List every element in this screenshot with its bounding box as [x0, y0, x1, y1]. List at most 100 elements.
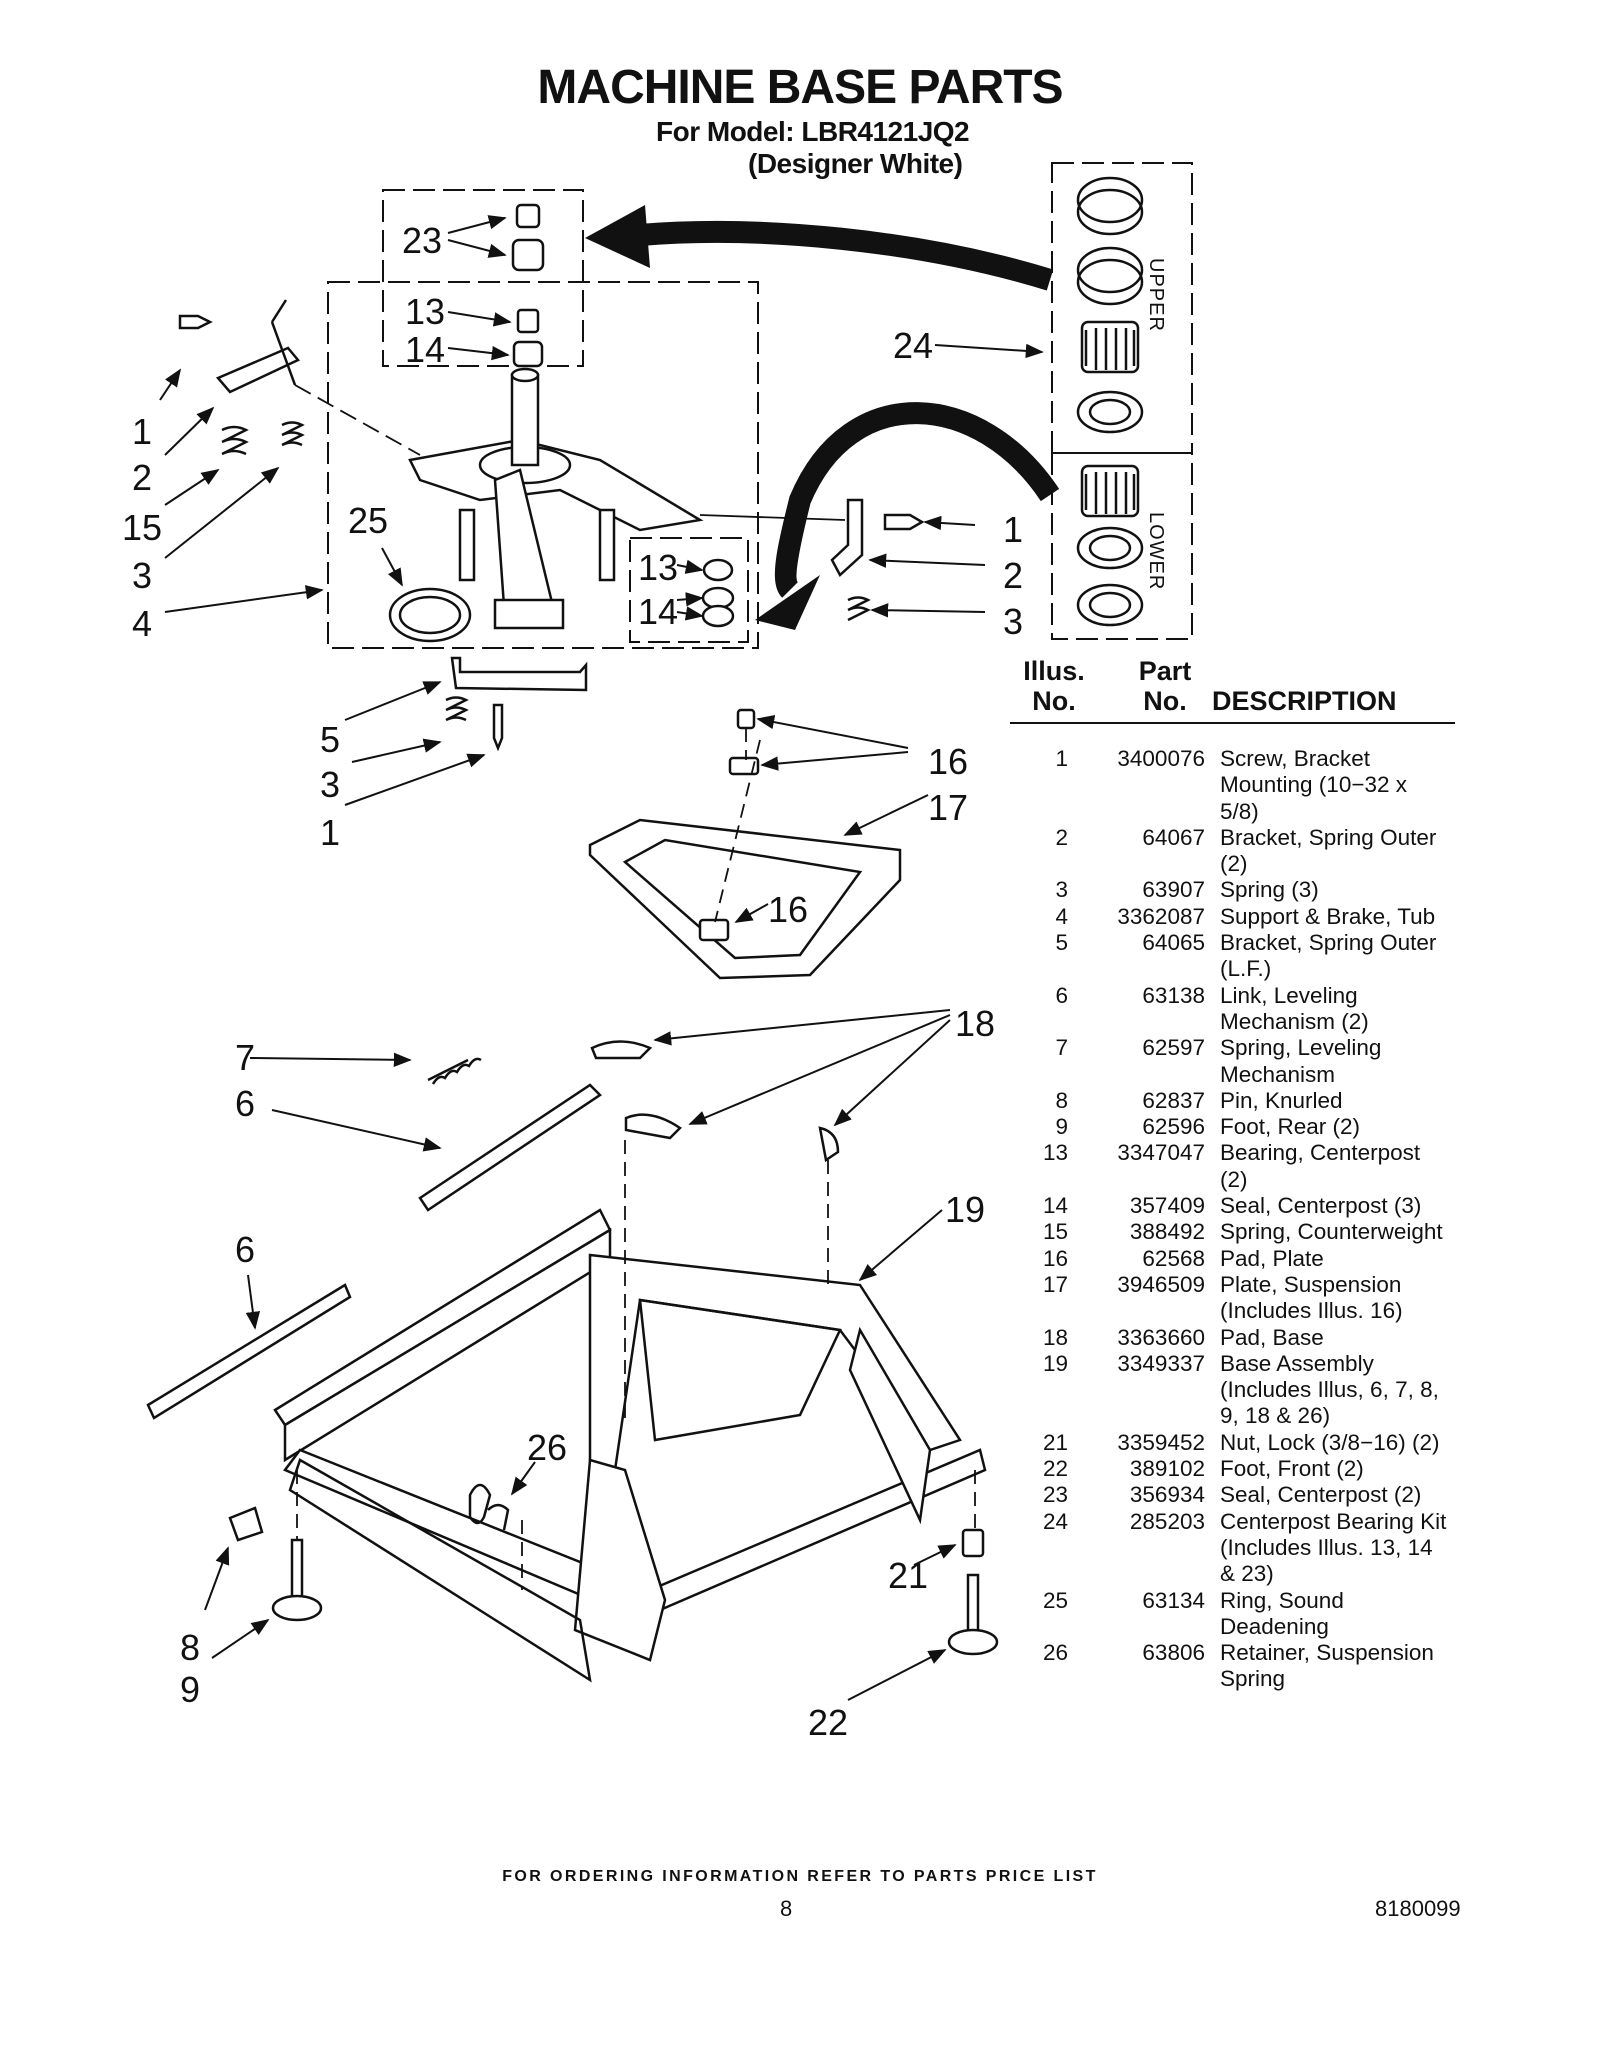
kit-parts: [1076, 176, 1144, 627]
suspension-plate: [588, 708, 902, 980]
plate-opening: [622, 838, 863, 960]
description: Pin, Knurled: [1220, 1087, 1343, 1113]
description: Bracket, Spring Outer (L.F.): [1220, 930, 1437, 982]
illus-no: 2: [1055, 824, 1068, 850]
lower-bracket-hardware: [445, 656, 588, 752]
callout-6: 6: [235, 1229, 255, 1270]
kit-seal-icon: [1088, 591, 1132, 619]
callout-16: 16: [768, 889, 808, 930]
description: Seal, Centerpost (2): [1220, 1482, 1422, 1508]
description: Spring, Counterweight: [1220, 1219, 1443, 1245]
tub-support-and-brake: [388, 367, 704, 643]
part-no: 63138: [1142, 982, 1205, 1008]
kit-bearing-icon: [1084, 472, 1136, 514]
illus-no: 15: [1042, 1219, 1068, 1245]
part-no: 64067: [1142, 824, 1205, 850]
callout-26: 26: [527, 1427, 567, 1468]
seal-icon: [512, 340, 544, 368]
page-number: 8: [780, 1896, 793, 1921]
kit-seal-icon: [1076, 258, 1144, 306]
part-no: 285203: [1129, 1508, 1205, 1534]
illus-no: 7: [1055, 1035, 1068, 1061]
callout-23: 23: [402, 220, 442, 261]
plate-pad-icon: [736, 708, 756, 730]
callout-6: 6: [235, 1083, 255, 1124]
ordering-note: FOR ORDERING INFORMATION REFER TO PARTS …: [502, 1868, 1098, 1885]
callout-labels: 1 2 15 3 4 23 13 14 25 13 14 1 2 3 24 5 …: [122, 220, 1023, 1743]
bracket-hook: [270, 299, 297, 386]
description: Bearing, Centerpost (2): [1220, 1140, 1421, 1192]
seal-group-box: [382, 189, 584, 367]
part-no: 357409: [1129, 1193, 1205, 1219]
illus-no: 25: [1042, 1587, 1068, 1613]
table-row: 23 356934 Seal, Centerpost (2): [1010, 1482, 1455, 1508]
illus-no: 13: [1042, 1140, 1068, 1166]
illus-no: 4: [1055, 903, 1068, 929]
plate-pad-icon: [698, 918, 730, 942]
callout-19: 19: [945, 1189, 985, 1230]
kit-seal-icon: [1088, 398, 1132, 426]
screw-icon: [178, 314, 213, 330]
brake-housing: [493, 598, 565, 630]
part-no: 3349337: [1117, 1350, 1205, 1376]
knurled-pin-icon: [228, 1506, 264, 1542]
callout-3: 3: [320, 764, 340, 805]
base-front-leg: [573, 1458, 667, 1662]
spring-icon: [847, 596, 871, 622]
description: Ring, Sound Deadening: [1220, 1587, 1344, 1639]
plate-pad-icon: [728, 756, 760, 776]
description: Foot, Rear (2): [1220, 1114, 1361, 1140]
feet-hardware: [228, 1483, 999, 1656]
base-pad-icon: [818, 1126, 840, 1163]
kit-upper-label: UPPER: [1145, 258, 1167, 332]
spring-icon: [445, 696, 469, 722]
callout-14: 14: [405, 329, 445, 370]
callout-25: 25: [348, 500, 388, 541]
sound-ring-outer: [388, 587, 472, 643]
part-no: 62596: [1142, 1114, 1205, 1140]
callout-21: 21: [888, 1555, 928, 1596]
part-no: 3363660: [1117, 1324, 1205, 1350]
callout-14: 14: [638, 591, 678, 632]
callout-1: 1: [1003, 509, 1023, 550]
illus-no: 3: [1055, 877, 1068, 903]
part-no: 356934: [1129, 1482, 1205, 1508]
callout-16: 16: [928, 741, 968, 782]
description: Spring, Leveling Mechanism: [1220, 1035, 1382, 1087]
description-header: DESCRIPTION: [1212, 686, 1397, 716]
callout-17: 17: [928, 787, 968, 828]
group-boxes: [327, 162, 1193, 649]
upper-kit-arrow-head: [585, 205, 650, 268]
kit-bearing-icon: [1084, 328, 1136, 370]
illus-no: 8: [1055, 1087, 1068, 1113]
page-title: MACHINE BASE PARTS: [537, 61, 1063, 114]
description: Seal, Centerpost (3): [1220, 1193, 1422, 1219]
tub-support-group-box: [327, 281, 759, 649]
kit-lower-label: LOWER: [1145, 512, 1167, 590]
screw-icon: [492, 703, 504, 752]
centerpost-top: [510, 367, 540, 383]
kit-bearing-icon: [1080, 464, 1140, 518]
leader-dashed: [294, 384, 421, 456]
part-no: 63134: [1142, 1587, 1205, 1613]
description: Pad, Base: [1220, 1324, 1324, 1350]
part-no: 3400076: [1117, 746, 1205, 771]
part-no-header: Part No.: [1110, 656, 1220, 716]
lower-kit-arrow-head: [755, 575, 820, 630]
illus-no: 23: [1042, 1482, 1068, 1508]
description: Nut, Lock (3/8−16) (2): [1220, 1429, 1440, 1455]
left-spring-hardware: [178, 299, 305, 456]
